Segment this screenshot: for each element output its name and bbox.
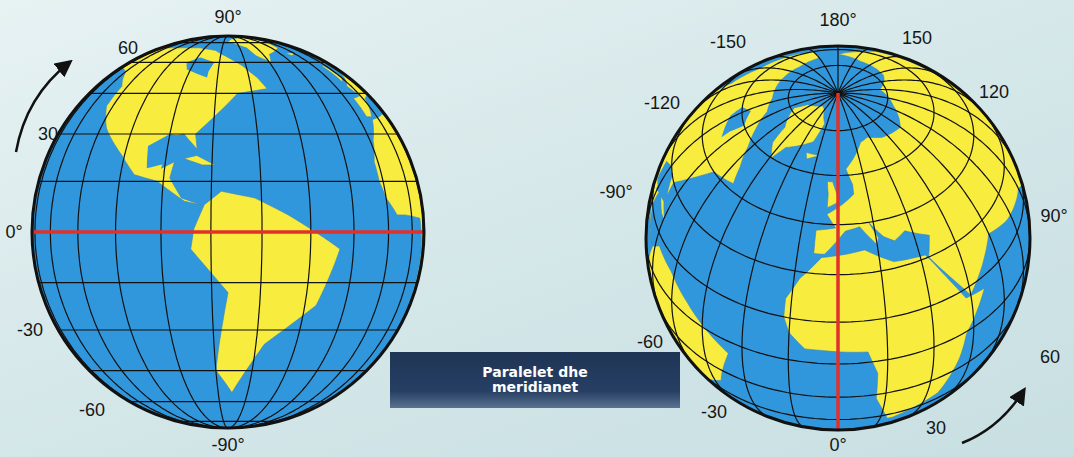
degree-label: -30 xyxy=(17,321,43,339)
land xyxy=(106,36,424,393)
degree-label: -90° xyxy=(211,436,244,454)
rotation-arrow xyxy=(962,390,1024,443)
degree-label: -150 xyxy=(710,33,746,51)
degree-label: 150 xyxy=(902,29,932,47)
degree-label: 90° xyxy=(1040,207,1067,225)
rotation-arrow xyxy=(16,62,70,152)
meridian-line xyxy=(838,93,1030,238)
parallel-line xyxy=(89,370,366,371)
meridian-line xyxy=(838,80,982,111)
globe-outline xyxy=(32,36,424,428)
meridian-line xyxy=(838,49,871,93)
continent xyxy=(184,155,215,165)
meridian-line xyxy=(838,93,888,427)
grid-lines xyxy=(32,36,424,428)
degree-label: 120 xyxy=(979,83,1009,101)
meridian-line xyxy=(653,93,839,309)
degree-label: 0° xyxy=(829,436,846,454)
degree-label: -90° xyxy=(599,183,632,201)
meridian-line xyxy=(838,93,1004,363)
parallel-line xyxy=(177,42,278,43)
degree-label: 0° xyxy=(5,223,22,241)
continent xyxy=(191,191,340,392)
meridian-line xyxy=(838,93,974,398)
equator-line xyxy=(32,230,424,234)
parallel-line xyxy=(58,133,397,134)
meridian-line xyxy=(838,93,934,417)
band-label: Paralelet dhe meridianet xyxy=(460,365,610,396)
meridian-line xyxy=(672,93,838,363)
meridian-line xyxy=(702,93,838,398)
water xyxy=(187,57,215,77)
parallel-line xyxy=(89,93,366,94)
globe-outline xyxy=(646,46,1030,430)
degree-label: 180° xyxy=(819,11,856,29)
meridian-line xyxy=(838,93,1024,309)
meridian-line xyxy=(742,93,838,417)
parallel-line xyxy=(39,282,418,283)
degree-label: 60 xyxy=(118,39,138,57)
parallel-line xyxy=(130,401,326,402)
meridian-line xyxy=(837,46,838,93)
degree-label: -60 xyxy=(637,333,663,351)
degree-label: -60 xyxy=(79,401,105,419)
meridian-line xyxy=(694,80,838,111)
land xyxy=(649,51,1022,418)
title-band: Paralelet dhe meridianet xyxy=(390,352,680,408)
parallel-line xyxy=(39,181,418,182)
prime-meridian-line xyxy=(836,93,840,430)
ocean xyxy=(646,46,1030,430)
degree-label: 90° xyxy=(214,8,241,26)
meridian-line xyxy=(788,93,838,427)
meridian-line xyxy=(838,57,906,94)
continent xyxy=(650,52,820,244)
continent xyxy=(321,66,342,82)
degree-label: -30 xyxy=(701,403,727,421)
degree-label: 60 xyxy=(1040,348,1060,366)
degree-label: -120 xyxy=(644,94,680,112)
continent xyxy=(285,53,294,56)
meridian-line xyxy=(838,68,942,93)
ocean xyxy=(32,36,424,428)
parallel-line xyxy=(58,329,397,330)
parallel-line xyxy=(177,421,278,422)
parallel-line xyxy=(130,62,326,63)
degree-label: 30 xyxy=(926,419,946,437)
meridian-line xyxy=(805,49,838,93)
grid-lines xyxy=(646,46,1030,430)
degree-label: 30 xyxy=(38,125,58,143)
